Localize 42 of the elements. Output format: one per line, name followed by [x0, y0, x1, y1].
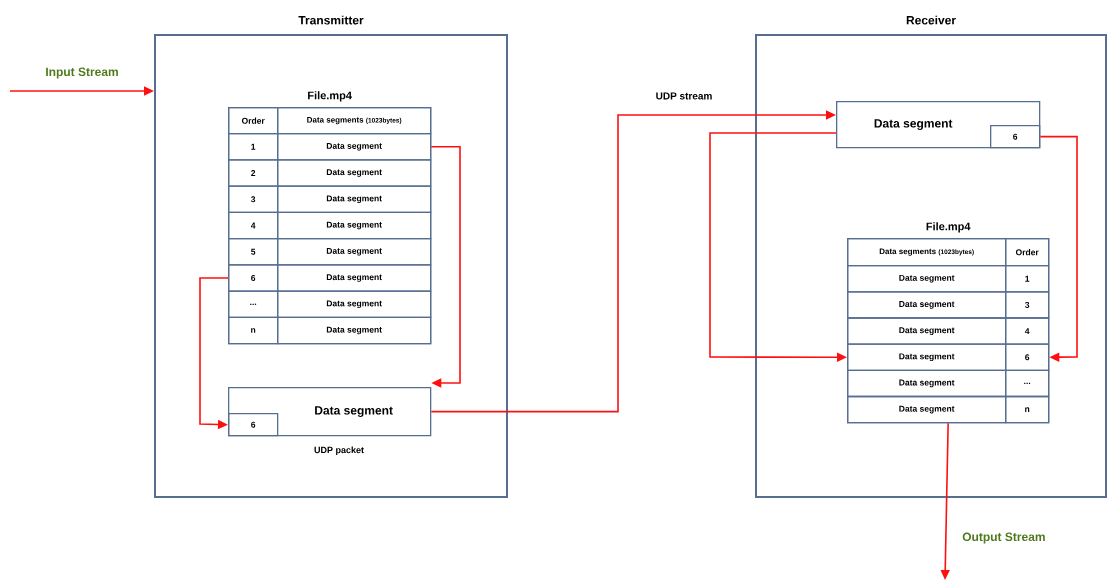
table-cell: 6	[990, 125, 1041, 149]
table-cell: n	[228, 316, 279, 345]
table-cell: Order	[1005, 238, 1050, 267]
edge-label: Input Stream	[44, 66, 120, 80]
table-cell: ...	[1005, 369, 1050, 398]
table-cell: 1	[228, 133, 279, 161]
table-cell: Data segment	[277, 133, 432, 161]
table-cell: Data segment	[847, 395, 1007, 424]
table-cell: Data segment	[277, 159, 432, 187]
table-cell: 3	[1005, 291, 1050, 319]
table-cell: Data segment	[277, 316, 432, 345]
node-label: Receiver	[906, 15, 956, 25]
table-cell: Data segment	[277, 264, 432, 292]
table-cell: 1	[1005, 265, 1050, 293]
table-cell: Data segment	[847, 265, 1007, 293]
table-cell: Data segment	[277, 185, 432, 214]
table-cell: 6	[228, 413, 279, 437]
node-label: UDP packet	[314, 446, 364, 455]
table-cell: 3	[228, 185, 279, 214]
node-label: File.mp4	[308, 91, 352, 102]
table-cell: 2	[228, 159, 279, 187]
table-cell: 6	[228, 264, 279, 292]
table-cell: Data segment	[847, 343, 1007, 371]
table-cell: 6	[1005, 343, 1050, 371]
table-cell: 4	[1005, 317, 1050, 345]
table-cell: Data segment	[277, 238, 432, 266]
arrow	[1039, 135, 1078, 362]
table-cell: Data segment	[277, 290, 432, 319]
node-label: Transmitter	[298, 15, 364, 25]
table-cell: Data segment	[847, 317, 1007, 345]
table-cell: Data segment	[847, 291, 1007, 319]
edge-label: Output Stream	[961, 531, 1047, 545]
arrow	[430, 146, 461, 388]
table-cell: n	[1005, 395, 1050, 424]
table-cell: 5	[228, 238, 279, 266]
table-cell: 4	[228, 211, 279, 240]
edge-label: UDP stream	[654, 91, 714, 101]
table-cell: Data segment	[847, 369, 1007, 398]
table-cell: Data segment	[277, 211, 432, 240]
node-label: File.mp4	[926, 222, 971, 233]
table-cell: Order	[228, 107, 279, 135]
table-cell: ...	[228, 290, 279, 319]
